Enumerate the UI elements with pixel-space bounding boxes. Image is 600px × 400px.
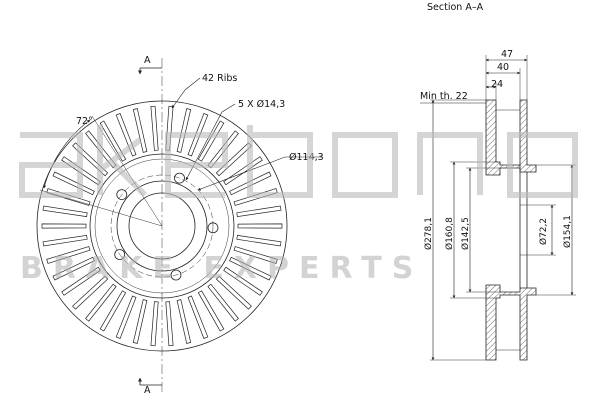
rib <box>150 301 159 347</box>
front-view: 72° 42 Ribs 5 X Ø14,3 Ø114,3 A A <box>36 55 324 396</box>
disc-section-lower <box>485 284 537 361</box>
bolt-holes <box>114 172 219 281</box>
bolt-label: 5 X Ø14,3 <box>238 99 285 110</box>
rib <box>223 266 263 296</box>
rib <box>229 256 272 281</box>
bolt-hole <box>116 189 128 201</box>
bolt-hole <box>174 172 185 184</box>
section-letter-top: A <box>144 55 151 66</box>
rib <box>236 205 282 217</box>
akebono-watermark: BRAKE EXPERTS <box>19 125 578 286</box>
rib <box>41 223 87 229</box>
dim-47-label: 47 <box>501 49 513 60</box>
rib <box>115 113 137 157</box>
bolt-hole <box>207 222 219 234</box>
ribs-label: 42 Ribs <box>202 73 237 84</box>
rib <box>207 283 239 322</box>
dia-154-label: Ø154,1 <box>562 215 573 248</box>
rib <box>236 235 282 247</box>
bolt-hole <box>114 249 126 260</box>
rib <box>42 205 88 217</box>
rib <box>52 171 95 196</box>
section-marker-bottom: A <box>138 377 162 396</box>
disc-friction-inner-circle <box>94 158 230 294</box>
rib <box>176 299 192 344</box>
section-marker-top: A <box>138 55 162 75</box>
rib <box>187 113 209 157</box>
dim-40-label: 40 <box>497 62 509 73</box>
disc-inner-ring-circle <box>89 153 235 299</box>
dia-142-label: Ø142,5 <box>460 217 471 250</box>
pcd-label: Ø114,3 <box>289 152 324 163</box>
angle-label: 72° <box>76 116 93 127</box>
section-letter-bottom: A <box>144 385 151 396</box>
rib <box>85 283 117 322</box>
bolt-leader <box>185 103 236 181</box>
section-view: Section A–A 47 40 24 Min th. 22 Ø278,1 <box>420 2 576 361</box>
rib <box>99 290 127 332</box>
dia-72-label: Ø72,2 <box>538 218 549 245</box>
rib <box>215 275 252 310</box>
dia-278-label: Ø278,1 <box>423 217 434 250</box>
cooling-ribs <box>41 105 283 347</box>
rib <box>187 295 209 339</box>
min-thickness-label: Min th. 22 <box>420 91 468 102</box>
rib <box>237 223 283 229</box>
dia-160-label: Ø160,8 <box>444 217 455 250</box>
rib <box>197 290 225 332</box>
rib <box>229 171 272 196</box>
pcd-circle <box>110 174 214 278</box>
rib <box>150 105 159 151</box>
rib <box>165 301 174 347</box>
bolt-hole <box>170 269 182 281</box>
rib <box>61 266 101 296</box>
section-title: Section A–A <box>427 2 484 13</box>
center-bore-circle <box>128 192 196 260</box>
rib <box>99 120 127 162</box>
disc-outer-circle <box>36 100 288 352</box>
rib <box>42 235 88 247</box>
rib <box>115 295 137 339</box>
angle-ray-2 <box>91 115 163 227</box>
disc-section-upper <box>485 99 537 176</box>
rib <box>72 275 109 310</box>
dim-24-label: 24 <box>491 79 503 90</box>
akebono-logo-mark <box>19 125 578 198</box>
rib <box>197 120 225 162</box>
rib <box>46 246 91 264</box>
rib <box>132 108 148 153</box>
ribs-leader <box>171 77 201 109</box>
rib <box>176 108 192 153</box>
hub-circle <box>116 180 208 272</box>
rib <box>132 299 148 344</box>
rib <box>52 256 95 281</box>
rib <box>233 246 278 264</box>
watermark-tagline: BRAKE EXPERTS <box>20 251 423 286</box>
angle-arc <box>43 119 91 189</box>
